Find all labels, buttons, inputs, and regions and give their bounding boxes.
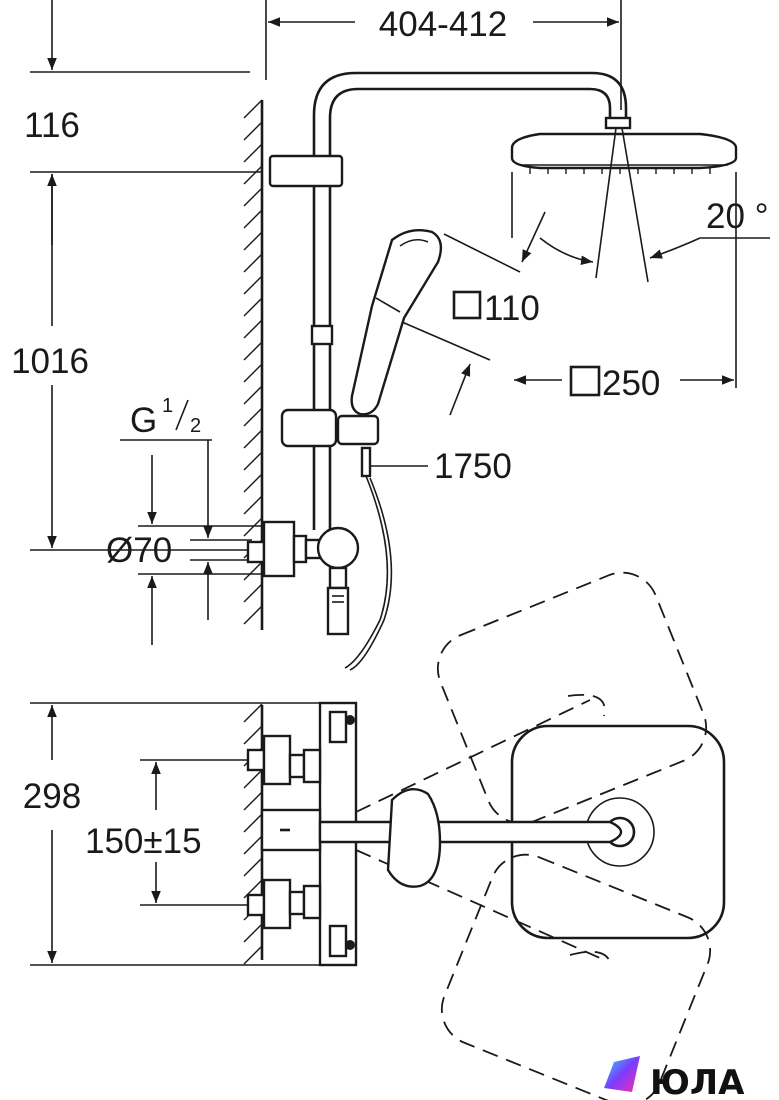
hand-shower-size-label: 110 — [484, 289, 540, 328]
rosette-diameter-label: Ø70 — [106, 531, 172, 570]
thermostat-mixer-body — [246, 701, 358, 967]
hand-shower — [350, 211, 546, 416]
square-size-icon — [452, 290, 482, 320]
hose-length-label: 1750 — [434, 447, 512, 486]
inlet-spacing-dimension: 150±15 — [85, 759, 262, 906]
front-elevation-view: 404-412 116 1016 G 1 2 — [11, 0, 770, 671]
yula-logo-icon — [604, 1056, 640, 1092]
rail-height-dimension: 1016 — [11, 174, 252, 551]
hand-shower-size-dimension: 110 — [452, 289, 540, 328]
wall-lower — [243, 703, 264, 965]
arm-reach-dimension: 404-412 — [265, 0, 622, 110]
shower-arm-plan — [318, 724, 726, 940]
mixer-height-dimension: 298 — [23, 702, 356, 966]
mixer-front — [246, 520, 360, 636]
head-offset-dimension: 116 — [24, 0, 262, 245]
plan-view: 298 150±15 — [23, 571, 726, 1100]
square-size-icon — [569, 365, 601, 397]
wall-bracket-upper — [268, 154, 344, 188]
head-size-dimension: 250 — [514, 364, 734, 403]
hand-shower-plan — [386, 788, 442, 888]
rail-height-label: 1016 — [11, 342, 89, 381]
thread-g-label: G — [130, 401, 157, 440]
head-offset-label: 116 — [24, 106, 80, 145]
rosette-diameter-dimension: Ø70 — [106, 455, 262, 645]
arm-reach-label: 404-412 — [379, 5, 507, 44]
spray-angle-label: 20 ° — [706, 197, 769, 236]
watermark-text: ЮЛА — [650, 1063, 745, 1100]
spray-angle-annotation: 20 ° — [539, 197, 770, 266]
hose-length-annotation: 1750 — [370, 447, 512, 486]
thread-num-label: 1 — [162, 395, 173, 417]
shower-riser-pipe — [268, 71, 628, 530]
hand-shower-slider — [280, 408, 380, 478]
swivel-arm-range — [355, 571, 712, 1100]
mixer-height-label: 298 — [23, 777, 81, 816]
overhead-shower-head — [510, 116, 738, 388]
thread-den-label: 2 — [190, 415, 201, 437]
thread-size-annotation: G 1 2 — [120, 395, 213, 620]
head-size-label: 250 — [602, 364, 660, 403]
yula-watermark: ЮЛА — [604, 1056, 745, 1100]
shower-hose — [344, 475, 389, 669]
inlet-spacing-label: 150±15 — [85, 822, 202, 861]
